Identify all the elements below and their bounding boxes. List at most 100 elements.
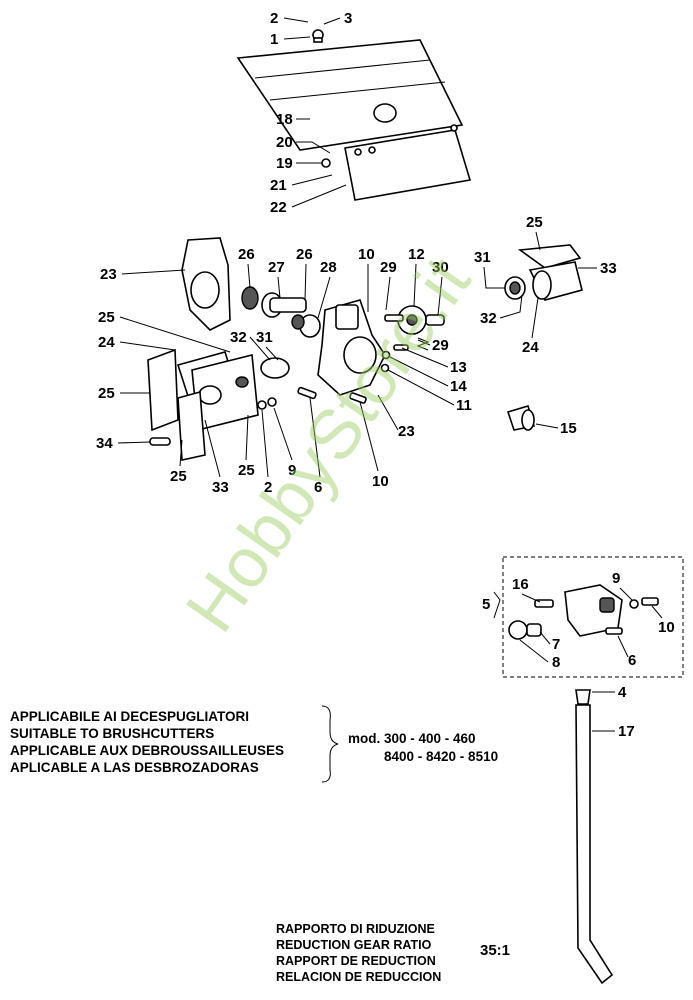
callout-25b: 25 xyxy=(98,309,231,353)
bearings-row xyxy=(241,286,321,338)
callout-34: 34 xyxy=(96,435,151,452)
callout-number: 17 xyxy=(618,723,635,740)
callout-32a: 32 xyxy=(480,294,523,327)
callout-number: 25 xyxy=(238,462,255,479)
callout-number: 8 xyxy=(552,654,560,671)
leader-line xyxy=(651,605,663,619)
callout-number: 22 xyxy=(270,199,287,216)
callout-25e: 25 xyxy=(238,414,255,479)
callout-number: 34 xyxy=(96,435,113,452)
applicability-brace xyxy=(321,705,339,783)
callout-19: 19 xyxy=(276,155,322,172)
callout-29a: 29 xyxy=(380,259,397,311)
callout-number: 29 xyxy=(432,337,449,354)
callout-23: 23 xyxy=(100,266,186,283)
callout-number: 28 xyxy=(320,259,337,276)
leader-line xyxy=(377,394,399,431)
kit-box xyxy=(502,556,684,678)
callout-10a: 10 xyxy=(358,246,375,312)
callout-15: 15 xyxy=(535,420,577,437)
callout-number: 30 xyxy=(432,259,449,276)
ratio-line-fr: RAPPORT DE REDUCTION xyxy=(276,954,436,968)
side-plates xyxy=(147,348,290,461)
reduction-ratio-text: RAPPORTO DI RIDUZIONE REDUCTION GEAR RAT… xyxy=(276,921,441,985)
leader-line xyxy=(179,439,183,467)
callout-number: 23 xyxy=(398,423,415,440)
leader-line xyxy=(387,369,455,406)
leader-line xyxy=(245,414,249,461)
leader-line xyxy=(535,231,541,251)
gearbox xyxy=(317,299,445,396)
leader-line xyxy=(261,409,269,478)
leader-line xyxy=(121,269,186,275)
leader-line xyxy=(283,36,311,40)
loose-fasteners xyxy=(297,337,536,431)
leader-line xyxy=(283,17,309,23)
callout-number: 2 xyxy=(270,10,278,27)
guard-flap xyxy=(344,129,472,201)
callout-23b: 23 xyxy=(377,394,415,440)
callout-number: 4 xyxy=(618,684,627,701)
callout-24a: 24 xyxy=(522,297,539,356)
callout-24b: 24 xyxy=(98,334,176,351)
callout-10b: 10 xyxy=(359,401,389,490)
guard-hole xyxy=(373,103,397,123)
callout-number: 10 xyxy=(372,473,389,490)
leader-line xyxy=(385,276,391,311)
callout-number: 10 xyxy=(658,619,675,636)
leader-line xyxy=(437,276,443,316)
callout-number: 2 xyxy=(264,479,272,496)
reduction-ratio-value: 35:1 xyxy=(480,942,511,959)
leader-line xyxy=(309,397,321,478)
callout-29b: 29 xyxy=(417,337,449,354)
callout-number: 32 xyxy=(230,329,247,346)
leader-line xyxy=(117,441,151,444)
callout-number: 24 xyxy=(98,334,115,351)
leader-line xyxy=(619,587,633,601)
leader-line xyxy=(499,294,523,319)
callout-21: 21 xyxy=(270,174,333,194)
callout-7: 7 xyxy=(539,631,560,653)
callout-number: 20 xyxy=(276,134,293,151)
leader-line xyxy=(277,276,281,299)
callout-32b: 32 xyxy=(230,329,271,361)
callout-30: 30 xyxy=(432,259,449,316)
leader-line xyxy=(247,263,251,289)
callout-number: 15 xyxy=(560,420,577,437)
leader-line xyxy=(413,263,417,307)
callout-10c: 10 xyxy=(651,605,675,636)
applicability-line-it: APPLICABILE AI DECESPUGLIATORI xyxy=(10,709,250,724)
leader-line xyxy=(359,401,379,472)
callout-number: 7 xyxy=(552,636,560,653)
callout-4: 4 xyxy=(592,684,627,701)
callout-number: 27 xyxy=(268,259,285,276)
leader-line xyxy=(323,17,341,25)
callout-31a: 31 xyxy=(474,249,505,289)
leader-line xyxy=(401,347,449,368)
leader-line xyxy=(389,356,449,387)
callout-6b: 6 xyxy=(617,635,636,669)
leader-line xyxy=(291,174,333,186)
callout-9a: 9 xyxy=(273,407,296,479)
callout-number: 10 xyxy=(358,246,375,263)
callout-8: 8 xyxy=(519,639,560,671)
callout-number: 26 xyxy=(296,246,313,263)
applicability-text: APPLICABILE AI DECESPUGLIATORI SUITABLE … xyxy=(10,708,284,776)
leader-line xyxy=(265,346,279,361)
callout-number: 33 xyxy=(600,260,617,277)
callout-25d: 25 xyxy=(170,439,187,485)
callout-number: 25 xyxy=(526,214,543,231)
guard-cover xyxy=(236,39,464,151)
leader-line xyxy=(291,184,347,208)
callout-26b: 26 xyxy=(296,246,313,301)
callout-number: 18 xyxy=(276,111,293,128)
callout-number: 32 xyxy=(480,310,497,327)
models-line-1: mod. 300 - 400 - 460 xyxy=(348,731,476,746)
leader-line xyxy=(273,407,293,461)
ratio-line-es: RELACION DE REDUCCION xyxy=(276,970,442,984)
callout-26a: 26 xyxy=(238,246,255,289)
callout-number: 25 xyxy=(170,468,187,485)
callout-20: 20 xyxy=(276,134,331,154)
callout-number: 5 xyxy=(482,596,490,613)
